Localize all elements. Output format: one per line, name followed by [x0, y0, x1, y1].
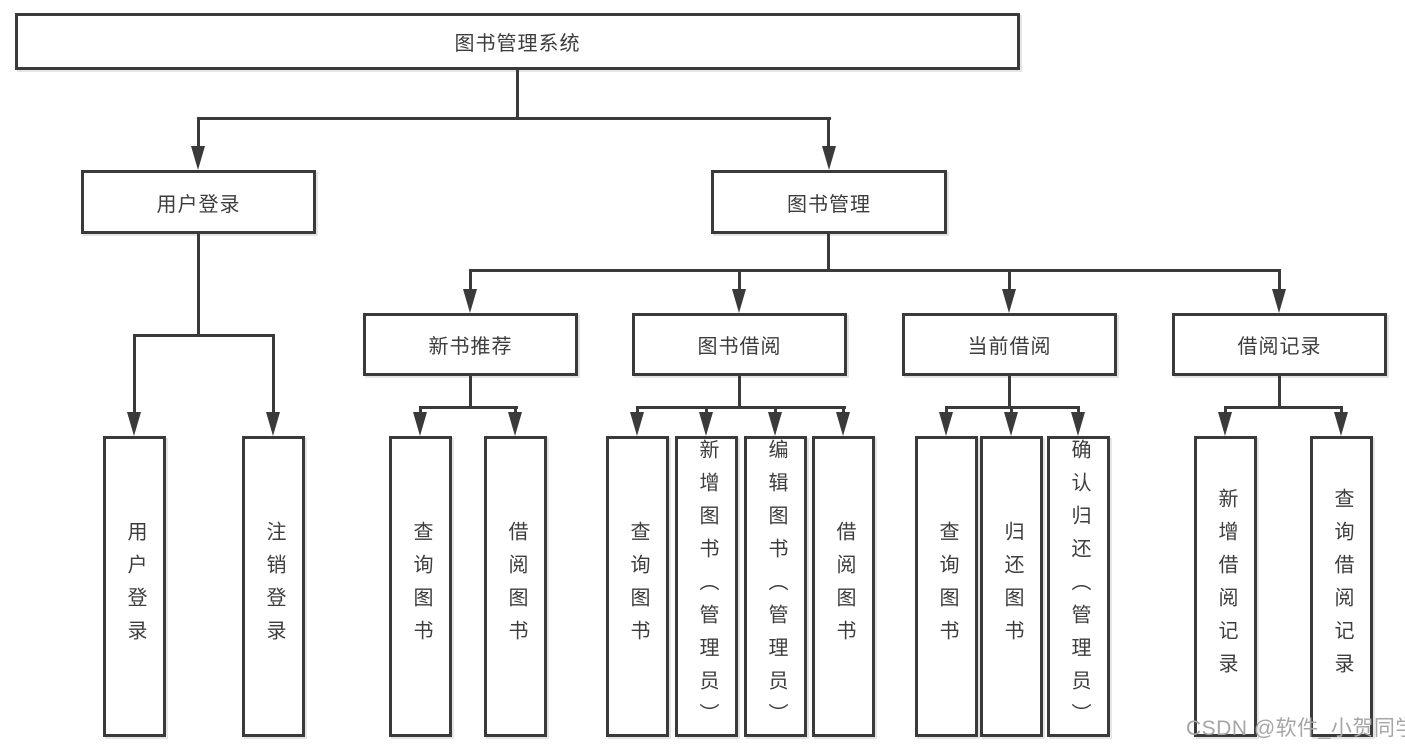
node-label: 编辑图书（管理员）: [765, 439, 787, 736]
node-label: 查询图书: [410, 520, 432, 653]
node-current-borrowing: 当前借阅: [902, 313, 1117, 376]
connector-line: [469, 269, 472, 292]
connector-line: [197, 117, 200, 148]
arrow-down-icon: [699, 412, 713, 436]
node-label: 当前借阅: [967, 336, 1052, 358]
node-book-management: 图书管理: [711, 170, 947, 234]
arrow-down-icon: [127, 412, 141, 436]
connector-line: [469, 269, 1281, 272]
connector-line: [272, 334, 275, 414]
connector-line: [514, 406, 517, 416]
connector-line: [469, 376, 472, 409]
node-label: 图书借阅: [697, 336, 782, 358]
arrow-down-icon: [463, 289, 477, 313]
connector-line: [197, 117, 831, 120]
connector-line: [1278, 376, 1281, 409]
connector-line: [636, 406, 639, 416]
arrow-down-icon: [1004, 412, 1018, 436]
node-label: 用户登录: [124, 520, 146, 653]
node-label: 借阅图书: [833, 520, 855, 653]
leaf-query-borrow-record: 查询借阅记录: [1310, 436, 1373, 737]
node-label: 新书推荐: [428, 336, 513, 358]
node-label: 归还图书: [1001, 520, 1023, 653]
arrow-down-icon: [508, 412, 522, 436]
connector-line: [774, 406, 777, 416]
leaf-query-books-borrowing: 查询图书: [606, 436, 669, 737]
connector-line: [419, 406, 422, 416]
node-library-management-system: 图书管理系统: [15, 13, 1020, 70]
connector-line: [1340, 406, 1343, 416]
connector-line: [1278, 269, 1281, 292]
leaf-borrow-books: 借阅图书: [812, 436, 875, 737]
leaf-borrow-books-recommend: 借阅图书: [484, 436, 547, 737]
leaf-confirm-return-admin: 确认归还（管理员）: [1047, 436, 1110, 737]
leaf-add-borrow-record: 新增借阅记录: [1194, 436, 1257, 737]
connector-line: [197, 234, 200, 336]
node-label: 查询图书: [936, 520, 958, 653]
connector-line: [1010, 406, 1013, 416]
connector-line: [827, 234, 830, 271]
csdn-watermark: CSDN @软件_小贺同学: [1186, 717, 1405, 740]
arrow-down-icon: [822, 146, 836, 170]
connector-line: [1077, 406, 1080, 416]
arrow-down-icon: [732, 289, 746, 313]
connector-line: [636, 406, 846, 409]
arrow-down-icon: [1334, 412, 1348, 436]
arrow-down-icon: [630, 412, 644, 436]
node-book-borrowing: 图书借阅: [632, 313, 847, 376]
leaf-logout: 注销登录: [242, 436, 305, 737]
connector-line: [827, 117, 830, 148]
connector-line: [419, 406, 518, 409]
connector-line: [1008, 269, 1011, 292]
leaf-add-books-admin: 新增图书（管理员）: [675, 436, 738, 737]
node-label: 借阅记录: [1237, 336, 1322, 358]
leaf-return-books: 归还图书: [980, 436, 1043, 737]
arrow-down-icon: [1272, 289, 1286, 313]
node-label: 新增图书（管理员）: [696, 439, 718, 736]
node-label: 用户登录: [156, 193, 241, 216]
node-borrowing-records: 借阅记录: [1172, 313, 1387, 376]
connector-line: [705, 406, 708, 416]
node-user-login: 用户登录: [81, 170, 316, 234]
connector-line: [738, 269, 741, 292]
arrow-down-icon: [836, 412, 850, 436]
connector-line: [842, 406, 845, 416]
arrow-down-icon: [939, 412, 953, 436]
connector-line: [133, 334, 275, 337]
connector-line: [738, 376, 741, 409]
arrow-down-icon: [768, 412, 782, 436]
arrow-down-icon: [1071, 412, 1085, 436]
connector-line: [1008, 376, 1011, 409]
connector-line: [1224, 406, 1227, 416]
arrow-down-icon: [266, 412, 280, 436]
node-label: 查询图书: [627, 520, 649, 653]
arrow-down-icon: [413, 412, 427, 436]
node-label: 图书管理系统: [454, 33, 581, 55]
arrow-down-icon: [1218, 412, 1232, 436]
node-label: 确认归还（管理员）: [1068, 439, 1090, 736]
arrow-down-icon: [1002, 289, 1016, 313]
node-label: 新增借阅记录: [1215, 487, 1237, 686]
node-label: 借阅图书: [505, 520, 527, 653]
node-new-book-recommendation: 新书推荐: [363, 313, 578, 376]
node-label: 注销登录: [263, 520, 285, 653]
leaf-query-books-current: 查询图书: [915, 436, 978, 737]
node-label: 查询借阅记录: [1331, 487, 1353, 686]
connector-line: [133, 334, 136, 414]
connector-line: [945, 406, 948, 416]
leaf-edit-books-admin: 编辑图书（管理员）: [744, 436, 807, 737]
leaf-user-login: 用户登录: [103, 436, 166, 737]
arrow-down-icon: [191, 146, 205, 170]
connector-line: [1224, 406, 1343, 409]
leaf-query-books-recommend: 查询图书: [389, 436, 452, 737]
connector-line: [516, 70, 519, 119]
node-label: 图书管理: [787, 193, 871, 216]
